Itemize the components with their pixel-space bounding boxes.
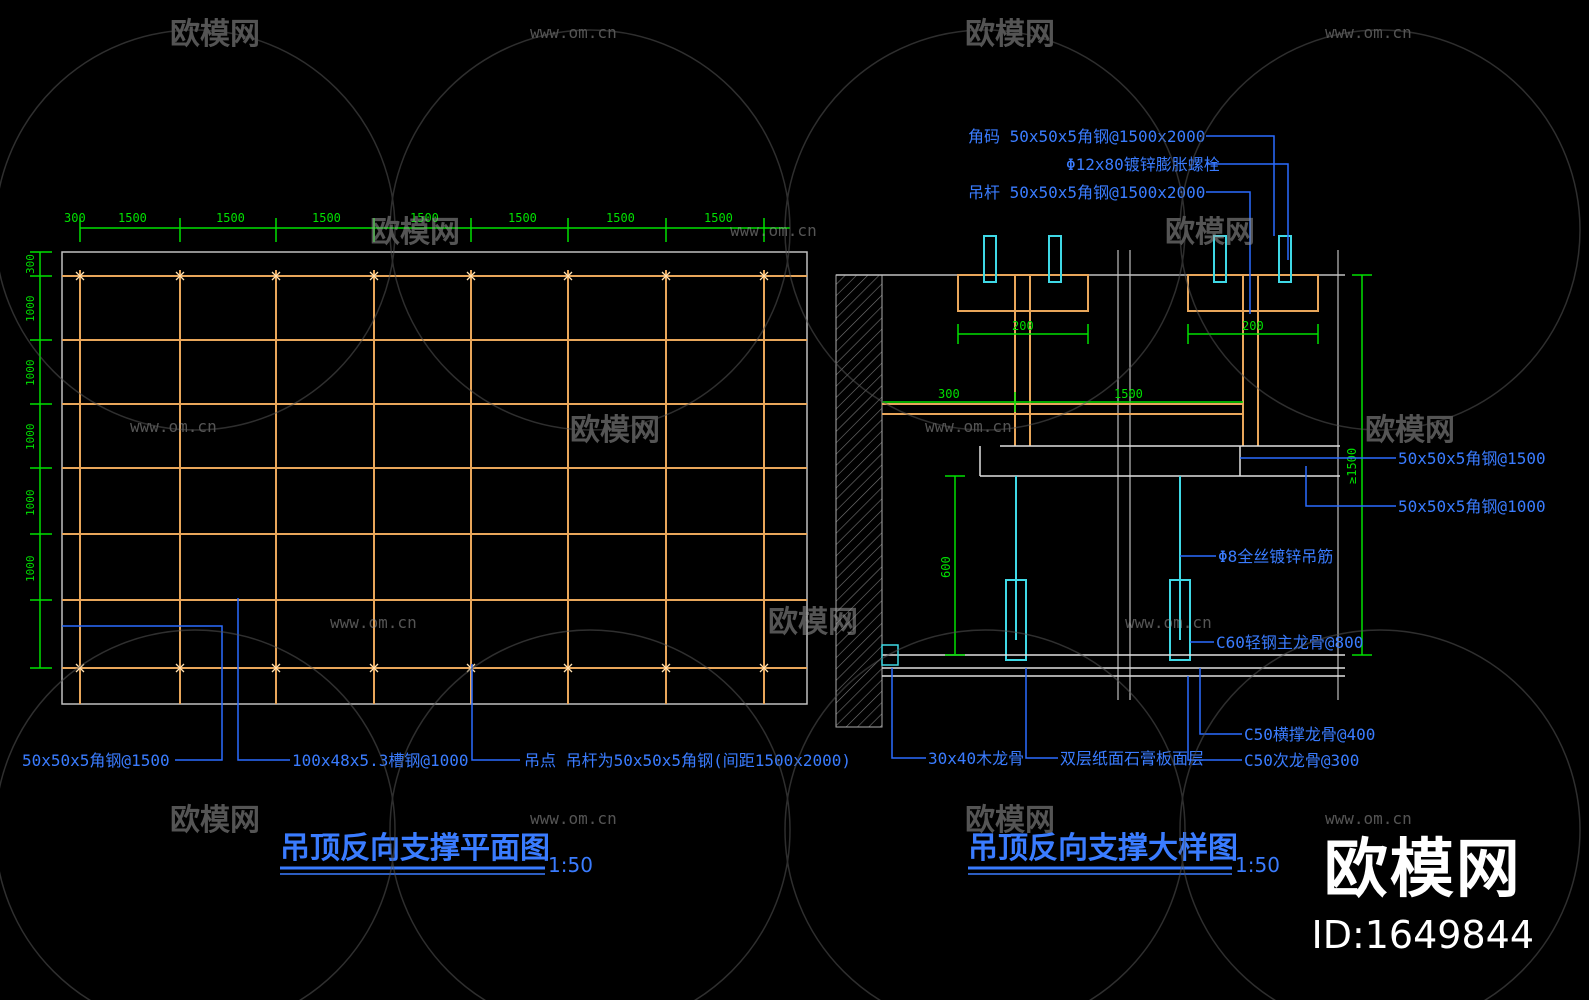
plan-dim-top-1: 1500: [118, 211, 147, 225]
plan-callout-2: 吊点 吊杆为50x50x5角钢(间距1500x2000): [524, 751, 851, 770]
watermark-logo-9: 欧模网: [965, 803, 1055, 838]
watermark-url-3: www.om.cn: [730, 221, 817, 240]
watermark-url-5: www.om.cn: [925, 417, 1012, 436]
detail-right-leaders: [1180, 457, 1396, 643]
plan-title: 吊顶反向支撑平面图: [280, 831, 550, 866]
detail-view: 200 200 300 1500 600 ≥1500 角码 50x50x5角钢@…: [835, 127, 1546, 877]
plan-border: [61, 251, 808, 705]
detail-dim-5: ≥1500: [1345, 448, 1359, 484]
detail-scale: 1:50: [1235, 853, 1280, 877]
detail-bottom-callout-1: 双层纸面石膏板面层: [1060, 749, 1204, 768]
watermark-logo-4: 欧模网: [1165, 215, 1255, 250]
detail-bolts: [983, 235, 1292, 283]
plan-dim-top-7: 1500: [704, 211, 733, 225]
detail-dim-1: 200: [1242, 319, 1264, 333]
detail-steel-outline: [979, 445, 1340, 477]
watermark-logo-5: 欧模网: [570, 413, 660, 448]
detail-title: 吊顶反向支撑大样图: [968, 831, 1238, 866]
plan-view: 300 1500 1500 1500 1500 1500 1500 1500 3…: [22, 211, 851, 877]
watermark-layer: 欧模网 欧模网 欧模网 欧模网 欧模网 欧模网 欧模网 欧模网 欧模网 www.…: [0, 17, 1581, 1000]
plan-dim-top-0: 300: [64, 211, 86, 225]
detail-wall: [835, 274, 883, 728]
detail-top-callout-0: 角码 50x50x5角钢@1500x2000: [968, 127, 1205, 146]
detail-dim-3: 1500: [1114, 387, 1143, 401]
detail-right-callout-3: C60轻钢主龙骨@800: [1216, 633, 1363, 652]
detail-bottom-callout-2: C50横撑龙骨@400: [1244, 725, 1375, 744]
plan-dim-left-4: 1000: [24, 490, 37, 517]
detail-hanger-rods: [1005, 476, 1191, 661]
watermark-url-7: www.om.cn: [1125, 613, 1212, 632]
watermark-url-2: www.om.cn: [1325, 23, 1412, 42]
plan-leaders: [62, 598, 520, 761]
detail-right-callout-2: Φ8全丝镀锌吊筋: [1218, 547, 1333, 566]
watermark-logo-7: 欧模网: [768, 605, 858, 640]
detail-top-callout-2: 吊杆 50x50x5角钢@1500x2000: [968, 183, 1205, 202]
plan-callout-0: 50x50x5角钢@1500: [22, 751, 170, 770]
plan-dim-top-2: 1500: [216, 211, 245, 225]
detail-right-callout-0: 50x50x5角钢@1500: [1398, 449, 1546, 468]
plan-scale: 1:50: [548, 853, 593, 877]
plan-dim-left-2: 1000: [24, 360, 37, 387]
plan-dim-left-3: 1000: [24, 424, 37, 451]
plan-dim-left-5: 1000: [24, 556, 37, 583]
detail-bottom-callout-0: 30x40木龙骨: [928, 749, 1024, 768]
plan-dim-left-1: 1000: [24, 296, 37, 323]
plan-callout-1: 100x48x5.3槽钢@1000: [292, 751, 469, 770]
detail-dim-4: 600: [939, 556, 953, 578]
plan-dim-top-6: 1500: [606, 211, 635, 225]
watermark-url-8: www.om.cn: [530, 809, 617, 828]
detail-dim-2: 300: [938, 387, 960, 401]
brand-id: ID:1649844: [1311, 913, 1534, 957]
plan-dim-left: [30, 251, 52, 669]
brand-block: 欧模网 ID:1649844: [1311, 838, 1534, 954]
plan-dim-top-4: 1500: [410, 211, 439, 225]
watermark-url-4: www.om.cn: [130, 417, 217, 436]
watermark-logo-3: 欧模网: [370, 215, 460, 250]
watermark-url-9: www.om.cn: [1325, 809, 1412, 828]
watermark-url-1: www.om.cn: [530, 23, 617, 42]
detail-right-callout-1: 50x50x5角钢@1000: [1398, 497, 1546, 516]
detail-brackets: [882, 274, 1319, 446]
detail-dims: [882, 274, 1372, 656]
plan-dim-left-0: 300: [24, 254, 37, 274]
watermark-logo-2: 欧模网: [965, 17, 1055, 52]
plan-dim-top-5: 1500: [508, 211, 537, 225]
detail-top-leaders: [1206, 135, 1289, 314]
watermark-logo-1: 欧模网: [170, 17, 260, 52]
detail-bottom-callout-3: C50次龙骨@300: [1244, 751, 1359, 770]
watermark-url-6: www.om.cn: [330, 613, 417, 632]
detail-dim-0: 200: [1012, 319, 1034, 333]
watermark-circles: [0, 29, 1581, 1000]
plan-dim-top-3: 1500: [312, 211, 341, 225]
detail-top-callout-1: Φ12x80镀锌膨胀螺栓: [1066, 155, 1220, 174]
plan-grid: [62, 270, 807, 704]
brand-name: 欧模网: [1323, 833, 1522, 907]
plan-dim-top: [79, 218, 790, 242]
detail-bottom-leaders: [891, 668, 1242, 761]
watermark-logo-6: 欧模网: [1365, 413, 1455, 448]
watermark-logo-8: 欧模网: [170, 803, 260, 838]
